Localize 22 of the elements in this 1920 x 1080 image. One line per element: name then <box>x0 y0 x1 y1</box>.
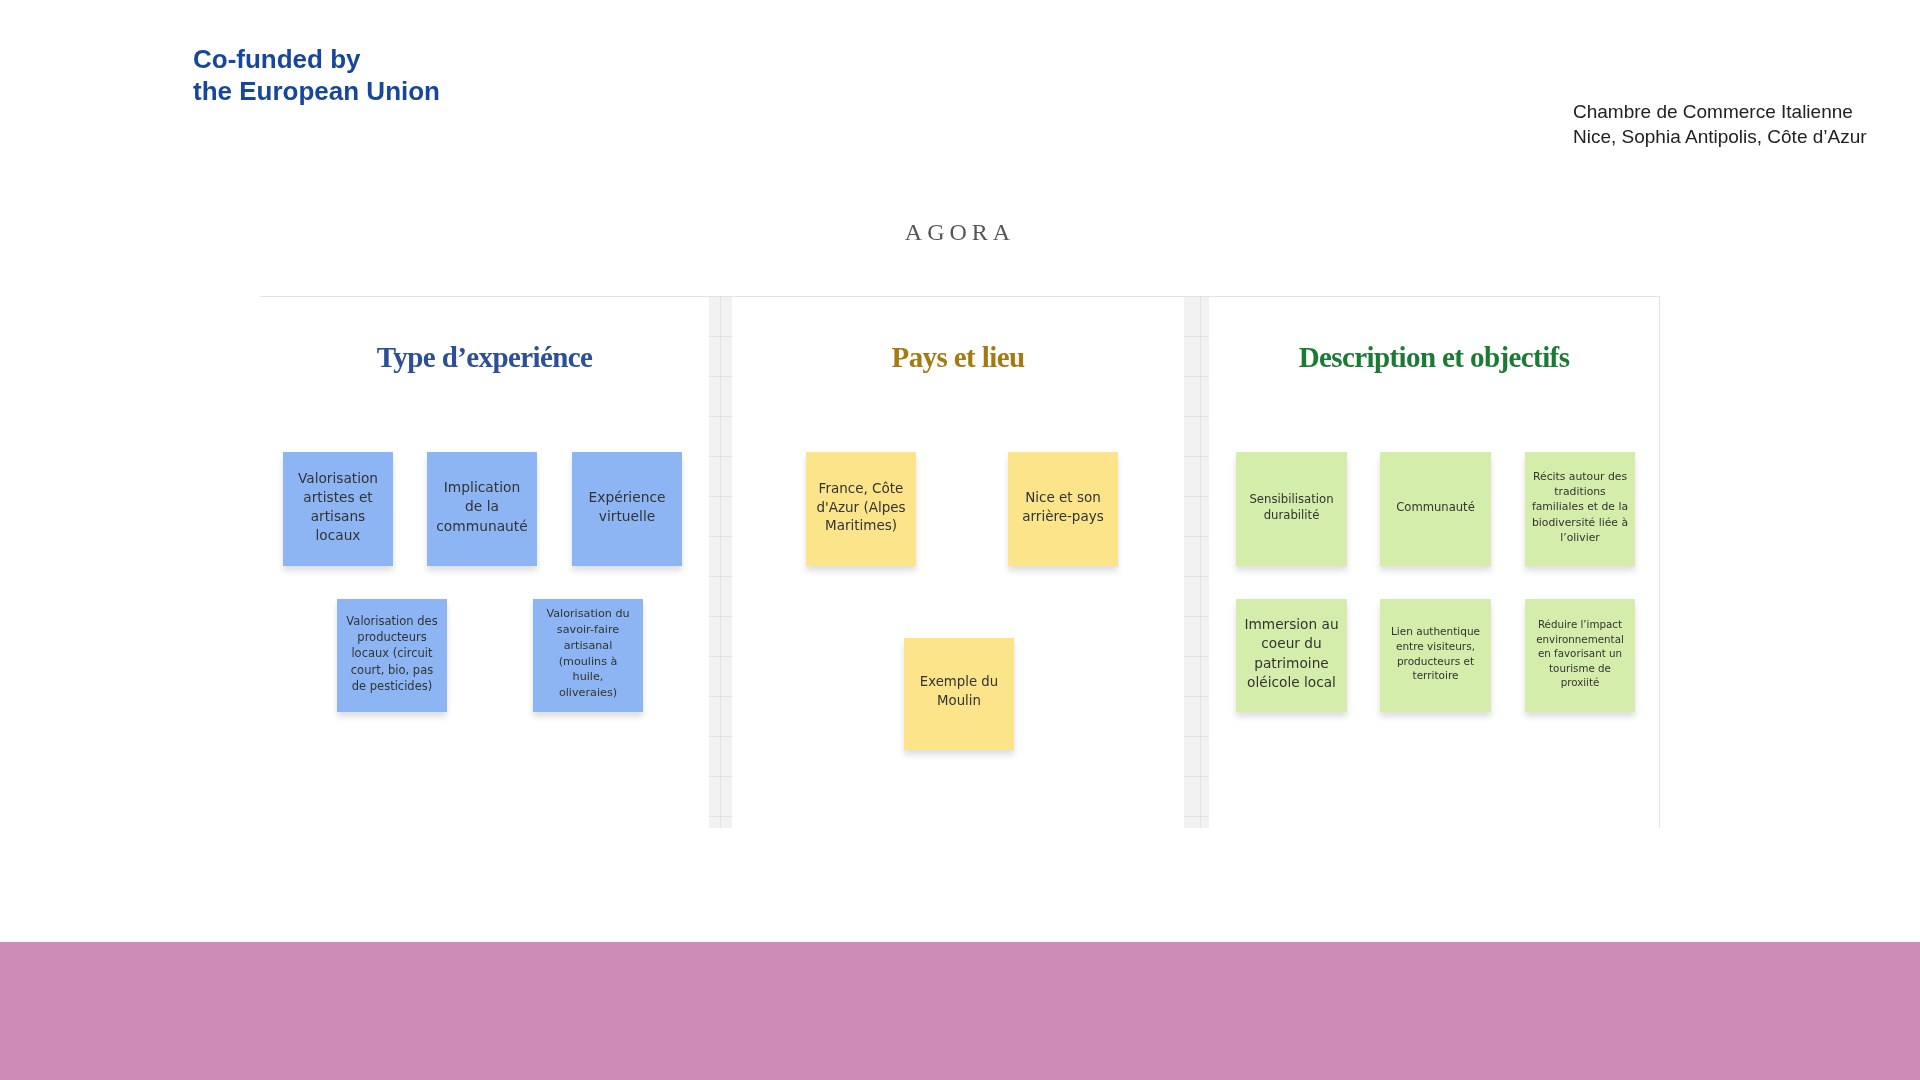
sticky-note: Implication de la communauté <box>427 452 537 566</box>
sticky-note: Communauté <box>1380 452 1491 566</box>
sticky-note: France, Côte d'Azur (Alpes Maritimes) <box>806 452 916 566</box>
sticky-note: Réduire l’impact environnemental en favorisant un tourisme de proxiité <box>1525 599 1635 712</box>
column-panel <box>732 296 1184 828</box>
sticky-note: Récits autour des traditions familiales et de la biodiversité liée à l’olivier <box>1525 452 1635 566</box>
column-panel <box>1209 296 1659 828</box>
sticky-note: Expérience virtuelle <box>572 452 682 566</box>
column-title: Type d’experiénce <box>376 341 593 374</box>
column-title: Description et objectifs <box>1298 341 1570 374</box>
funding-statement: Co-funded by the European Union <box>193 44 441 108</box>
project-name: AGORA <box>903 219 1017 246</box>
organization-name: Chambre de Commerce Italienne Nice, Sophia Antipolis, Côte d’Azur <box>1573 100 1868 149</box>
sticky-note: Immersion au coeur du patrimoine oléicole local <box>1236 599 1347 712</box>
sticky-note: Lien authentique entre visiteurs, producteurs et territoire <box>1380 599 1491 712</box>
sticky-note: Exemple du Moulin <box>904 638 1014 750</box>
sticky-note: Valorisation artistes et artisans locaux <box>283 452 393 566</box>
sticky-note: Sensibilisation durabilité <box>1236 452 1347 566</box>
sticky-note: Valorisation des producteurs locaux (circuit court, bio, pas de pesticides) <box>337 599 447 712</box>
column-title: Pays et lieu <box>891 341 1025 374</box>
sticky-note: Valorisation du savoir-faire artisanal (moulins à huile, oliveraies) <box>533 599 643 712</box>
sticky-note: Nice et son arrière-pays <box>1008 452 1118 566</box>
